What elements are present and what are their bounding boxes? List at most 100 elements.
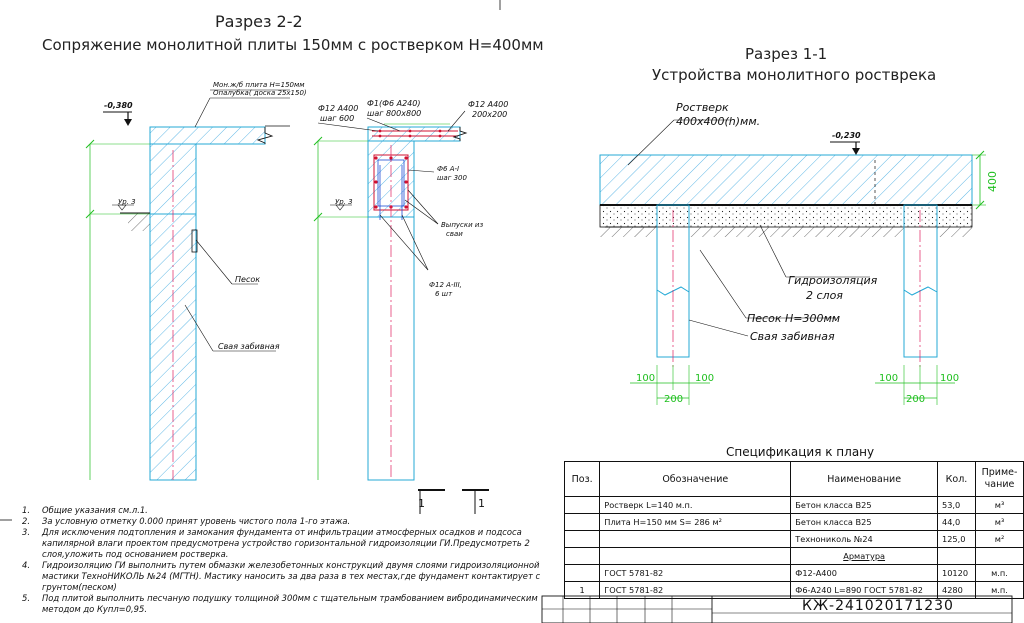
dim-100-b: 100 — [695, 373, 715, 384]
ur-label-right: Ур. 3 — [335, 198, 353, 206]
grillage-label-2: 400х400(h)мм. — [676, 115, 761, 128]
spec-cell: ГОСТ 5781-82 — [599, 581, 792, 599]
spec-cell: ГОСТ 5781-82 — [599, 564, 792, 582]
spec-cell — [936, 547, 977, 565]
spec-cell: м.п. — [975, 581, 1024, 599]
pile-label-11: Свая забивная — [750, 330, 835, 343]
section22-detail-left — [85, 89, 290, 481]
table-row: Арматура — [563, 547, 1024, 565]
spec-cell: Ростверк L=140 м.п. — [599, 496, 792, 514]
dim-100-d: 100 — [940, 373, 960, 384]
grillage-label-1: Ростверк — [676, 101, 729, 114]
spec-cell: 1 — [563, 581, 601, 599]
dim-100-a: 100 — [636, 373, 656, 384]
note-number: 4. — [22, 560, 30, 570]
spec-cell: Ф6-А240 L=890 ГОСТ 5781-82 — [790, 581, 938, 599]
section11-subtitle: Устройства монолитного ростврека — [652, 66, 937, 84]
spec-cell — [975, 547, 1024, 565]
spec-header-designation: Обозначение — [599, 461, 792, 497]
stamp-code: КЖ-241020171230 — [802, 598, 954, 614]
note-text: За условную отметку 0.000 принят уровень… — [42, 516, 351, 526]
spec-cell: м³ — [975, 513, 1024, 531]
section22-title: Разрез 2-2 — [215, 12, 303, 31]
note-number: 2. — [22, 516, 30, 526]
spec-cell: Ф12-А400 — [790, 564, 938, 582]
table-row: Технониколь №24 125,0 м² — [563, 530, 1024, 548]
table-row: 1 ГОСТ 5781-82 Ф6-А240 L=890 ГОСТ 5781-8… — [563, 581, 1024, 599]
stirrup-label: Ф6 А-I — [437, 165, 460, 173]
slab-label-2: Опалубка( доска 25х150) — [213, 89, 307, 97]
rebar-label-2-step: шаг 800х800 — [367, 109, 422, 118]
spec-cell — [563, 513, 601, 531]
table-row: ГОСТ 5781-82 Ф12-А400 10120 м.п. — [563, 564, 1024, 582]
rebar-label-1-step: шаг 600 — [320, 114, 355, 123]
note-number: 1. — [22, 505, 30, 515]
section-mark-right: 1 — [478, 497, 485, 510]
spec-cell — [563, 564, 601, 582]
note-item: 4. Гидроизоляцию ГИ выполнить путем обмаз… — [22, 560, 542, 593]
spec-header-qty: Кол. — [936, 461, 977, 497]
waterproof-label-2: 2 слоя — [806, 289, 843, 302]
spec-cell: Плита Н=150 мм S= 286 м² — [599, 513, 792, 531]
section11-detail — [599, 119, 986, 405]
dim-100-c: 100 — [879, 373, 899, 384]
note-text: Общие указания см.л.1. — [42, 505, 148, 515]
title-block-frame — [0, 519, 1013, 623]
ur-label-left: Ур. 3 — [118, 198, 136, 206]
spec-cell — [599, 547, 792, 565]
rebar-label-2: Ф1(Ф6 А240) — [367, 99, 421, 108]
note-item: 1. Общие указания см.л.1. — [22, 505, 542, 516]
spec-cell — [563, 547, 601, 565]
spec-cell: Бетон класса В25 — [790, 496, 938, 514]
pile-label-22: Свая забивная — [218, 342, 280, 351]
spec-cell — [599, 530, 792, 548]
rebar-label-3: Ф12 А400 — [468, 100, 509, 109]
spec-header-note: Приме- чание — [975, 461, 1024, 497]
outlet-label-1: Выпуски из — [441, 221, 484, 229]
level-mark-right: -0,230 — [832, 131, 861, 140]
spec-cell: 4280 — [936, 581, 977, 599]
spec-cell: м.п. — [975, 564, 1024, 582]
note-text: Гидроизоляцию ГИ выполнить путем обмазки… — [42, 560, 541, 592]
table-row: Плита Н=150 мм S= 286 м² Бетон класса В2… — [563, 513, 1024, 531]
section-mark-left: 1 — [418, 497, 425, 510]
spec-cell: Бетон класса В25 — [790, 513, 938, 531]
stirrup-step: шаг 300 — [437, 174, 467, 182]
outlet-label-2: сваи — [446, 230, 463, 238]
slab-label-1: Мон.ж/б плита Н=150мм — [213, 81, 305, 89]
spec-header-row: Поз. Обозначение Наименование Кол. Приме… — [563, 461, 1024, 497]
spec-title: Спецификация к плану — [726, 445, 875, 459]
general-notes: 1. Общие указания см.л.1. 2. За условную о… — [22, 505, 542, 615]
note-text: Под плитой выполнить песчаную подушку то… — [42, 593, 538, 614]
dim-200-b: 200 — [906, 394, 926, 405]
spec-cell — [563, 496, 601, 514]
spec-cell: Технониколь №24 — [790, 530, 938, 548]
height-dim: 400 — [986, 171, 999, 192]
section22-detail-right — [313, 110, 468, 481]
level-mark-left: -0,380 — [104, 101, 133, 110]
spec-header-pos: Поз. — [563, 461, 601, 497]
spec-table: Поз. Обозначение Наименование Кол. Приме… — [563, 461, 1024, 599]
sand-label-11: Песок Н=300мм — [747, 312, 841, 325]
spec-cell: 53,0 — [936, 496, 977, 514]
bar-long-label: Ф12 А-III, — [429, 281, 462, 289]
waterproof-label-1: Гидроизоляция — [788, 274, 878, 287]
section22-subtitle: Сопряжение монолитной плиты 150мм с рост… — [42, 36, 544, 54]
note-text: Для исключения подтопления и замокания ф… — [42, 527, 530, 559]
rebar-label-1: Ф12 А400 — [318, 104, 359, 113]
spec-cell — [563, 530, 601, 548]
note-item: 5. Под плитой выполнить песчаную подушку … — [22, 593, 542, 615]
section-cut-marks — [418, 489, 489, 514]
note-number: 3. — [22, 527, 30, 537]
rebar-label-3-step: 200х200 — [472, 110, 508, 119]
spec-cell: 44,0 — [936, 513, 977, 531]
spec-cell: Арматура — [790, 547, 938, 565]
spec-cell: 125,0 — [936, 530, 977, 548]
section11-title: Разрез 1-1 — [745, 45, 828, 63]
note-item: 2. За условную отметку 0.000 принят урове… — [22, 516, 542, 527]
note-item: 3. Для исключения подтопления и замокания… — [22, 527, 542, 560]
sand-label-22: Песок — [235, 275, 261, 284]
note-number: 5. — [22, 593, 30, 603]
